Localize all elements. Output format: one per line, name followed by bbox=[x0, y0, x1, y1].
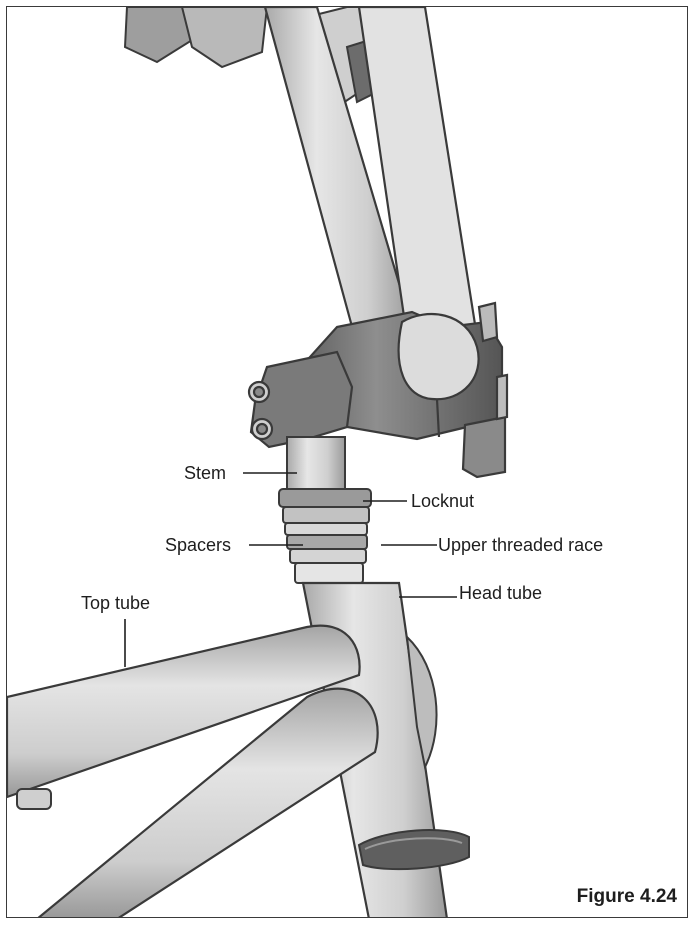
label-spacers: Spacers bbox=[165, 535, 231, 555]
leader-lines bbox=[124, 472, 457, 667]
stem-clamp bbox=[247, 301, 509, 479]
figure-frame: Stem Locknut Spacers Upper threaded race… bbox=[6, 6, 688, 918]
figure-caption: Figure 4.24 bbox=[577, 886, 678, 907]
label-upper-threaded-race: Upper threaded race bbox=[438, 535, 603, 555]
bicycle-headset-illustration: Stem Locknut Spacers Upper threaded race… bbox=[7, 7, 678, 917]
top-tube bbox=[7, 624, 361, 799]
handlebar-top bbox=[123, 7, 389, 109]
label-top-tube: Top tube bbox=[81, 593, 150, 613]
down-tube bbox=[37, 687, 379, 917]
label-locknut: Locknut bbox=[411, 491, 474, 511]
lower-ring bbox=[357, 829, 470, 871]
label-stem: Stem bbox=[184, 463, 226, 483]
headset-stack bbox=[278, 488, 372, 584]
label-head-tube: Head tube bbox=[459, 583, 542, 603]
head-tube-badge bbox=[405, 634, 438, 771]
cable-guide bbox=[16, 788, 52, 810]
